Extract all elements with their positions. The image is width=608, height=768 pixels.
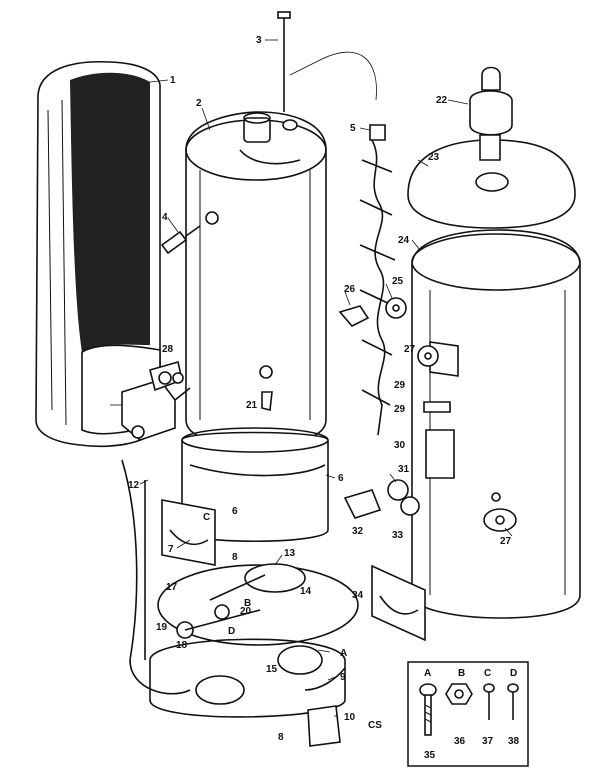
callout-27b: 27 bbox=[500, 536, 512, 547]
callout-25: 25 bbox=[392, 276, 404, 287]
callout-26: 26 bbox=[344, 284, 356, 295]
callout-22: 22 bbox=[436, 95, 448, 106]
callout-34: 34 bbox=[352, 590, 364, 601]
legend-number-35: 35 bbox=[424, 750, 436, 761]
fitting-4 bbox=[160, 225, 201, 255]
callout-21: 21 bbox=[246, 400, 258, 411]
callout-a: A bbox=[340, 648, 347, 659]
inner-tank bbox=[185, 111, 327, 447]
callout-27a: 27 bbox=[404, 344, 416, 355]
callout-12: 12 bbox=[128, 480, 140, 491]
callout-b: B bbox=[244, 598, 251, 609]
legend-letter-c: C bbox=[484, 668, 491, 679]
pilot-assembly bbox=[176, 609, 261, 639]
callout-24: 24 bbox=[398, 235, 410, 246]
anode-rod bbox=[277, 11, 291, 112]
relief-valve-group bbox=[338, 297, 439, 367]
junction-box bbox=[307, 705, 341, 747]
bottom-pan bbox=[149, 638, 346, 718]
outer-door bbox=[371, 564, 426, 642]
callout-33: 33 bbox=[392, 530, 404, 541]
callout-29a: 29 bbox=[394, 380, 406, 391]
outer-jacket bbox=[411, 229, 581, 619]
callout-30: 30 bbox=[394, 440, 406, 451]
flue-baffle bbox=[289, 51, 396, 436]
callout-9: 9 bbox=[340, 672, 346, 683]
callout-6: 6 bbox=[338, 473, 344, 484]
callout-14: 14 bbox=[300, 586, 312, 597]
combustion-chamber-shield bbox=[181, 427, 329, 543]
callout-19: 19 bbox=[156, 622, 168, 633]
small-fittings bbox=[158, 371, 273, 411]
callout-7: 7 bbox=[168, 544, 174, 555]
callout-2: 2 bbox=[196, 98, 202, 109]
callout-15: 15 bbox=[266, 664, 278, 675]
legend-letter-d: D bbox=[510, 668, 517, 679]
callout-4: 4 bbox=[162, 212, 168, 223]
callout-20: 20 bbox=[240, 606, 252, 617]
callout-28: 28 bbox=[162, 344, 174, 355]
callout-13: 13 bbox=[284, 548, 296, 559]
draft-hood bbox=[469, 66, 513, 161]
burner-assembly bbox=[157, 563, 359, 705]
callout-29b: 29 bbox=[394, 404, 406, 415]
callout-5: 5 bbox=[350, 123, 356, 134]
legend-number-38: 38 bbox=[508, 736, 520, 747]
callout-31: 31 bbox=[398, 464, 410, 475]
callout-6b: 6 bbox=[232, 506, 238, 517]
legend-letter-b: B bbox=[458, 668, 465, 679]
callout-d: D bbox=[228, 626, 235, 637]
inner-door bbox=[161, 499, 216, 566]
legend-number-37: 37 bbox=[482, 736, 494, 747]
callout-17: 17 bbox=[166, 582, 178, 593]
callout-18: 18 bbox=[176, 640, 188, 651]
callout-1: 1 bbox=[170, 75, 176, 86]
callout-labels: 1 2 3 4 5 6 7 8 8 9 10 12 13 14 15 17 18… bbox=[128, 35, 512, 743]
callout-c: C bbox=[203, 512, 210, 523]
drain-valve-group bbox=[343, 479, 420, 519]
hardware-legend: A B C D 35 36 37 38 bbox=[407, 661, 529, 767]
callout-3: 3 bbox=[256, 35, 262, 46]
top-cover bbox=[407, 139, 576, 229]
legend-letter-a: A bbox=[424, 668, 431, 679]
callout-10: 10 bbox=[344, 712, 356, 723]
leader-lines bbox=[110, 39, 513, 717]
callout-8b: 8 bbox=[278, 732, 284, 743]
callout-8a: 8 bbox=[232, 552, 238, 563]
callout-23: 23 bbox=[428, 152, 440, 163]
gas-tubing bbox=[121, 459, 191, 695]
callout-32: 32 bbox=[352, 526, 364, 537]
legend-number-36: 36 bbox=[454, 736, 466, 747]
figure-code: CS bbox=[368, 720, 382, 731]
